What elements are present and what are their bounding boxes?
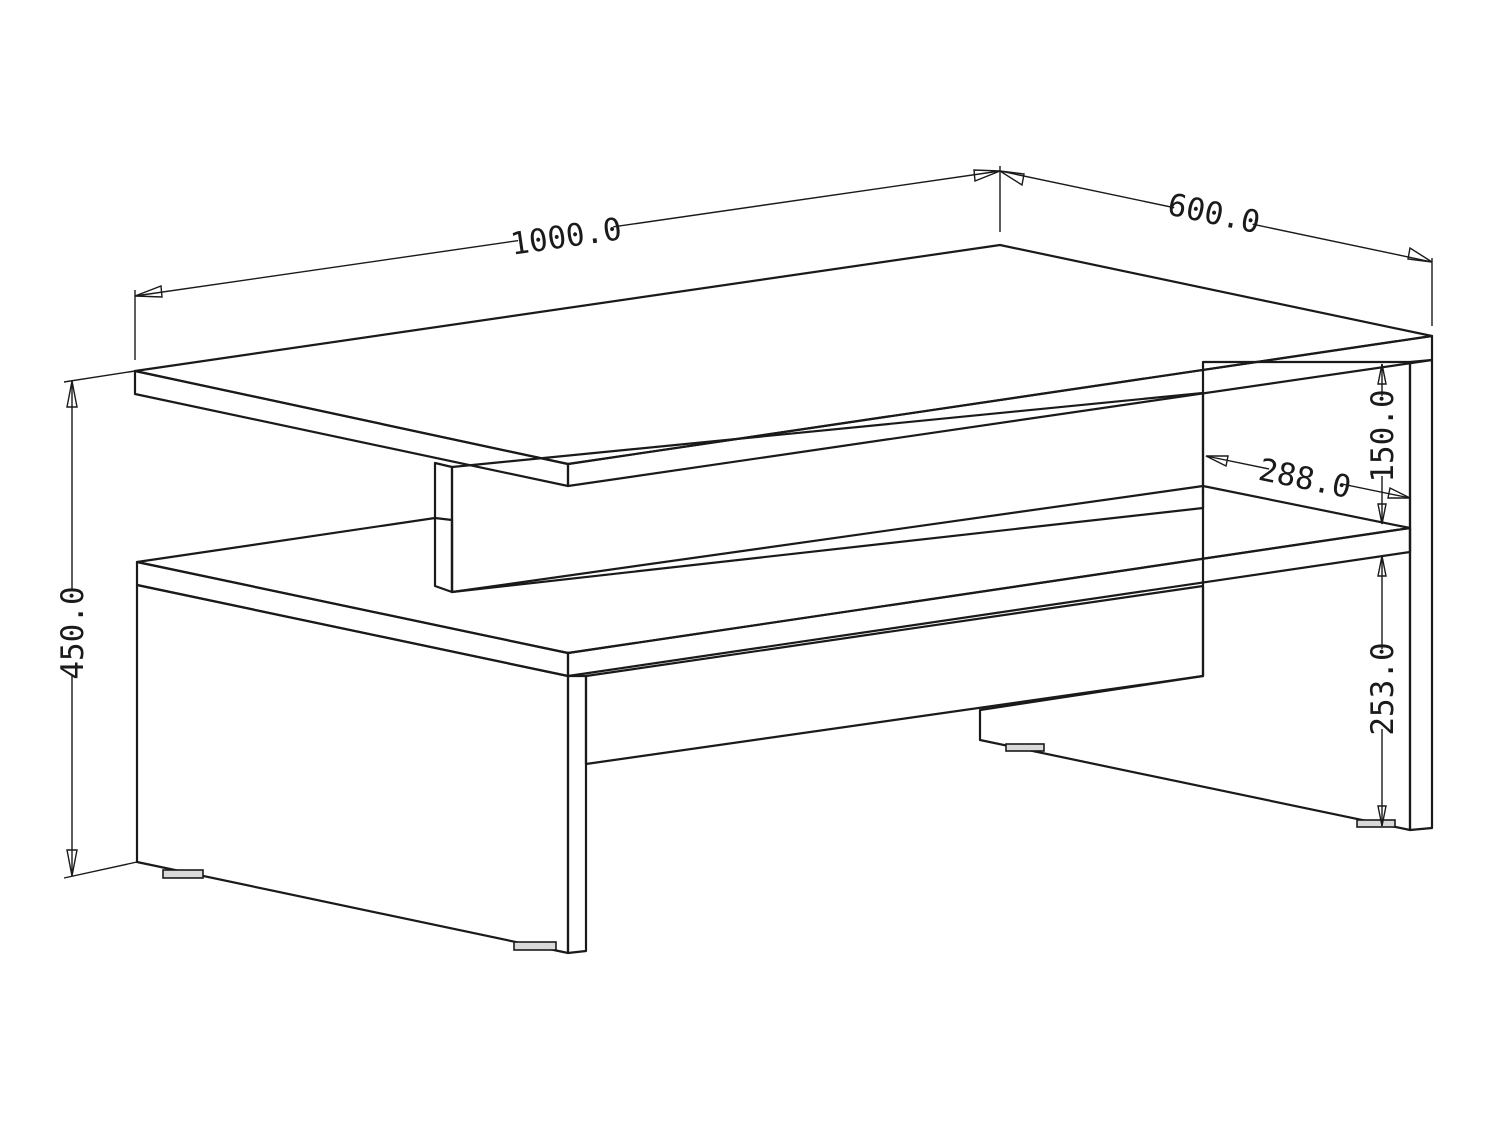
height-arrow-top [66, 380, 78, 408]
dimension-width: 1000.0 [134, 166, 1001, 360]
width-arrow-left [134, 285, 163, 298]
depth-arrow-left [999, 170, 1025, 187]
width-arrow-right [973, 169, 1001, 182]
bottom-gap-label: 253.0 [1365, 642, 1401, 735]
lower-shelf-right-edge [566, 526, 1412, 678]
width-label: 1000.0 [508, 211, 624, 263]
left-panel-front-edge [566, 674, 588, 955]
divider-panel-edge [433, 461, 454, 594]
right-side-panel [978, 358, 1434, 832]
top-gap-label: 150.0 [1365, 389, 1401, 482]
shelf-depth-arrow-left [1205, 455, 1229, 468]
lower-shelf [135, 484, 1412, 678]
right-panel-foot-front [1356, 819, 1396, 828]
shelf-depth-arrow-right [1387, 486, 1411, 499]
bottom-gap-arrow-top [1377, 555, 1387, 577]
height-arrow-bottom [66, 849, 78, 877]
shelf-depth-label: 288.0 [1255, 452, 1354, 506]
height-label: 450.0 [55, 586, 91, 679]
table-top-front-edge [133, 369, 570, 488]
back-panel [584, 584, 1205, 766]
depth-label: 600.0 [1164, 187, 1263, 241]
left-panel-foot-back [162, 869, 204, 879]
right-panel-front-edge [1408, 358, 1434, 832]
dimension-depth: 600.0 [999, 170, 1433, 326]
lower-shelf-surface [135, 484, 1412, 655]
height-extension-top [63, 370, 136, 383]
dimension-height: 450.0 [55, 370, 138, 879]
top-gap-arrow-top [1377, 363, 1387, 385]
top-gap-arrow-bottom [1377, 503, 1387, 525]
dimension-top-gap: 150.0 [1365, 363, 1401, 525]
right-panel-foot-back [1005, 743, 1045, 752]
table-top [133, 243, 1434, 488]
bottom-gap-arrow-bottom [1377, 805, 1387, 827]
center-divider-panel [433, 391, 1205, 594]
divider-panel-face [450, 391, 1205, 594]
left-side-panel [135, 583, 588, 955]
left-panel-foot-front [513, 941, 557, 951]
dimension-bottom-gap: 253.0 [1365, 555, 1401, 827]
depth-arrow-right [1407, 246, 1433, 263]
right-panel-inner-face [978, 360, 1412, 832]
back-panel-face [584, 584, 1205, 766]
height-extension-bottom [63, 861, 138, 879]
lower-shelf-front-edge [135, 560, 570, 678]
